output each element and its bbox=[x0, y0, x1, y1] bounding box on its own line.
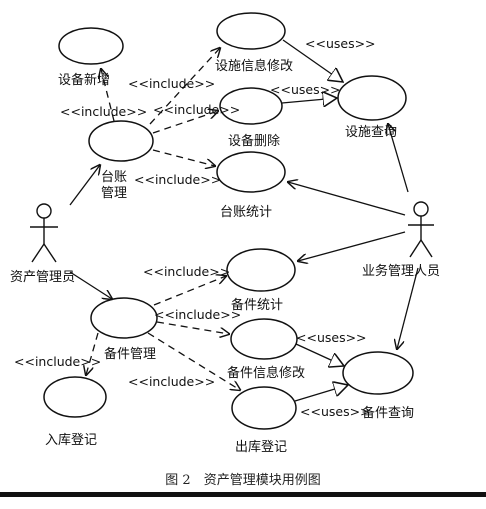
use-case-device-delete bbox=[219, 87, 283, 125]
include-parts-to-parts-modify bbox=[156, 321, 229, 334]
association-business-manager-parts-query bbox=[397, 267, 419, 349]
stereotype-label-include-parts-modify: <<include>> bbox=[154, 307, 241, 322]
actor-business-manager bbox=[408, 201, 434, 258]
stereotype-label-include-device-add: <<include>> bbox=[60, 104, 147, 119]
use-case-parts-query bbox=[342, 351, 414, 395]
use-case-label-parts-query: 备件查询 bbox=[362, 405, 414, 421]
use-case-label-parts-modify: 备件信息修改 bbox=[227, 365, 305, 381]
uses-device-delete-to-query bbox=[281, 98, 337, 103]
association-business-manager-parts-stats bbox=[298, 231, 406, 261]
use-case-label-parts-stats: 备件统计 bbox=[231, 297, 283, 313]
use-case-label-facility-modify: 设施信息修改 bbox=[215, 58, 293, 74]
use-case-facility-query bbox=[337, 75, 407, 121]
stereotype-label-include-parts-stats: <<include>> bbox=[143, 264, 230, 279]
stereotype-label-include-stock-in: <<include>> bbox=[14, 354, 101, 369]
use-case-stock-out bbox=[231, 386, 297, 430]
use-case-label-ledger-stats: 台账统计 bbox=[220, 205, 272, 220]
include-parts-to-parts-stats bbox=[153, 276, 226, 306]
stereotype-label-include-stock-out: <<include>> bbox=[128, 374, 215, 389]
association-asset-manager-ledger-mgmt bbox=[69, 165, 100, 206]
uses-parts-modify-to-query bbox=[295, 343, 344, 366]
include-ledger-to-facility-modify bbox=[149, 48, 220, 125]
use-case-parts-modify bbox=[230, 318, 298, 360]
use-case-label-stock-out: 出库登记 bbox=[235, 439, 287, 455]
uses-stock-out-to-query bbox=[294, 385, 348, 402]
use-case-ledger-mgmt bbox=[88, 120, 154, 162]
use-case-label-stock-in: 入库登记 bbox=[45, 432, 97, 448]
association-business-manager-ledger-stats bbox=[288, 182, 406, 216]
use-case-label-device-delete: 设备删除 bbox=[228, 133, 280, 149]
actor-label-asset-manager: 资产管理员 bbox=[10, 270, 75, 285]
actor-asset-manager bbox=[30, 203, 58, 263]
use-case-label-device-add: 设备新增 bbox=[58, 72, 110, 88]
use-case-label-facility-query: 设施查询 bbox=[345, 125, 397, 140]
use-case-parts-mgmt bbox=[90, 297, 158, 339]
stereotype-label-include-ledger-stats: <<include>> bbox=[134, 172, 221, 187]
include-parts-to-stock-out bbox=[147, 332, 240, 390]
stereotype-label-include-facility-modify: <<include>> bbox=[128, 76, 215, 91]
include-parts-to-stock-in bbox=[86, 332, 99, 375]
bottom-rule bbox=[0, 492, 486, 497]
use-case-stock-in bbox=[43, 376, 107, 418]
use-case-label-parts-mgmt: 备件管理 bbox=[104, 346, 156, 362]
association-asset-manager-parts-mgmt bbox=[69, 271, 112, 299]
actor-label-business-manager: 业务管理人员 bbox=[362, 263, 440, 279]
uses-facility-modify-to-query bbox=[282, 39, 343, 82]
stereotype-label-include-device-delete: <<include>> bbox=[153, 102, 240, 117]
use-case-ledger-stats bbox=[216, 151, 286, 193]
include-ledger-to-device-add bbox=[101, 69, 115, 122]
stereotype-label-uses-parts-modify: <<uses>> bbox=[296, 330, 367, 345]
association-business-manager-facility-query bbox=[388, 124, 409, 193]
include-ledger-to-ledger-stats bbox=[152, 149, 215, 166]
stereotype-label-uses-stock-out: <<uses>> bbox=[300, 404, 371, 419]
stereotype-label-uses-device-delete: <<uses>> bbox=[270, 82, 341, 97]
use-case-label-ledger-mgmt: 台账管理 bbox=[101, 170, 127, 201]
use-case-parts-stats bbox=[226, 248, 296, 292]
stereotype-label-uses-facility-modify: <<uses>> bbox=[305, 36, 376, 51]
use-case-device-add bbox=[58, 27, 124, 65]
figure-caption: 图 2 资产管理模块用例图 bbox=[165, 473, 320, 488]
use-case-facility-modify bbox=[216, 12, 286, 50]
